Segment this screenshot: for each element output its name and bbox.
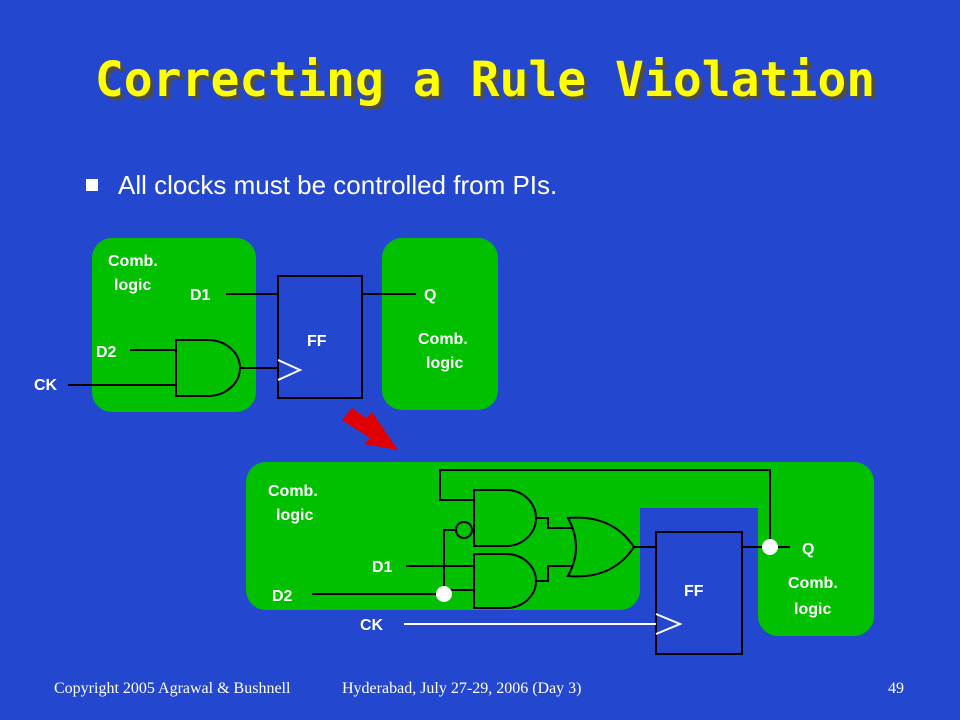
top-ff-label: FF xyxy=(307,333,327,350)
bottom-ff-clock-triangle xyxy=(655,613,683,635)
bottom-q-label: Q xyxy=(802,541,814,558)
bottom-inverter-bubble xyxy=(455,521,473,539)
bottom-circuit: Comb. logic D1 D2 CK FF Q Comb. logic xyxy=(246,462,874,655)
top-ff-clock-triangle xyxy=(277,359,303,381)
top-d2-label: D2 xyxy=(96,344,117,361)
top-comb-left-label-2: logic xyxy=(114,277,151,294)
bottom-and-bottom-out-wire xyxy=(535,565,574,582)
footer-event: Hyderabad, July 27-29, 2006 (Day 3) xyxy=(342,680,582,697)
top-comb-right-label-1: Comb. xyxy=(418,331,468,348)
bottom-comb-left-label-2: logic xyxy=(276,507,313,524)
top-ck-label: CK xyxy=(34,377,58,394)
bottom-and-gate-top xyxy=(473,489,537,547)
bottom-d2-label: D2 xyxy=(272,588,293,605)
bottom-d2-junction-dot xyxy=(436,586,452,602)
top-d1-label: D1 xyxy=(190,287,211,304)
bottom-comb-left-label-1: Comb. xyxy=(268,483,318,500)
top-comb-left-label-1: Comb. xyxy=(108,253,158,270)
down-right-arrow-icon xyxy=(342,408,398,450)
top-circuit: Comb. logic D1 D2 CK FF Q Comb. logic xyxy=(34,238,498,412)
square-bullet-icon xyxy=(86,178,98,191)
top-and-gate xyxy=(175,339,241,397)
top-comb-right-label-2: logic xyxy=(426,355,463,372)
top-comb-logic-right-block xyxy=(382,238,498,410)
bottom-comb-logic-left-block xyxy=(246,462,874,610)
bottom-feedback-wire xyxy=(439,469,771,547)
bottom-and-gate-bottom xyxy=(473,553,537,609)
bottom-d2-branch-wire xyxy=(443,529,456,594)
bottom-comb-right-label-1: Comb. xyxy=(788,575,838,592)
bottom-ck-label: CK xyxy=(360,617,384,634)
bottom-and-top-out-wire xyxy=(535,517,574,529)
bottom-ff-label: FF xyxy=(684,583,704,600)
page-number: 49 xyxy=(888,680,904,697)
top-q-label: Q xyxy=(424,287,436,304)
bullet-text: All clocks must be controlled from PIs. xyxy=(118,170,558,200)
bottom-comb-logic-right-block xyxy=(758,508,874,636)
slide-title: Correcting a Rule Violation xyxy=(94,52,876,108)
bottom-q-junction-dot xyxy=(762,539,778,555)
footer-copyright: Copyright 2005 Agrawal & Bushnell xyxy=(54,680,291,697)
top-flip-flop xyxy=(277,275,363,399)
bottom-or-gate xyxy=(566,516,636,578)
bullet-item: All clocks must be controlled from PIs. xyxy=(86,170,557,201)
bottom-comb-right-label-2: logic xyxy=(794,601,831,618)
bottom-d1-label: D1 xyxy=(372,559,393,576)
bottom-flip-flop xyxy=(655,531,743,655)
